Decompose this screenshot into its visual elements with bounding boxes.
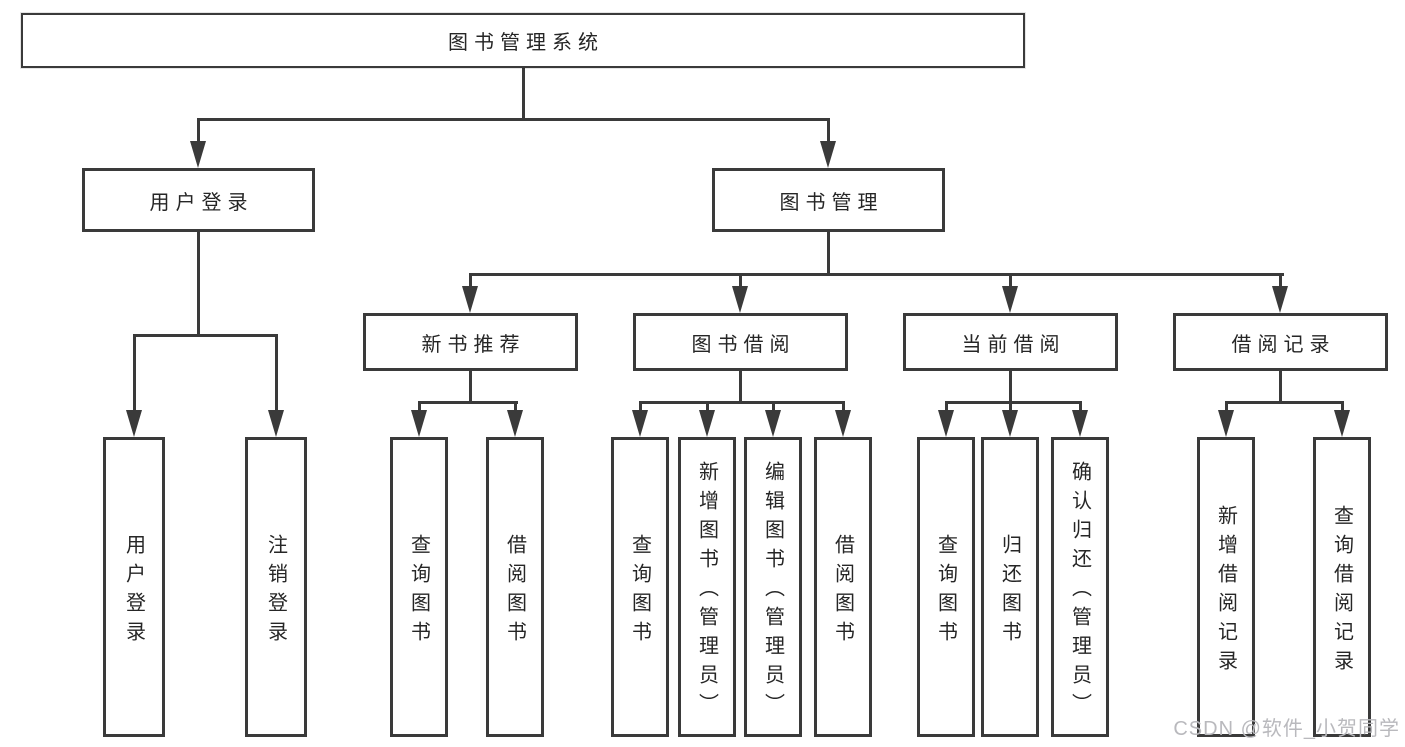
arrowhead-down-icon	[411, 410, 427, 437]
node-label: 编辑图书（管理员）	[761, 461, 784, 722]
arrowhead-down-icon	[1218, 410, 1234, 437]
connector-leaf-stub	[513, 401, 517, 412]
connector-leaf-stub	[944, 401, 948, 412]
connector-book-mgmt-drop	[826, 232, 830, 276]
node-label: 查询图书	[934, 533, 957, 650]
connector-leaf-stub	[771, 401, 775, 412]
connector-level2-rail	[196, 118, 830, 121]
connector-section-stub	[469, 273, 472, 289]
node-leaf-confirm-return-admin: 确认归还（管理员）	[1051, 437, 1109, 737]
node-label: 新增图书（管理员）	[695, 461, 718, 722]
node-label: 注销登录	[264, 533, 287, 650]
node-book-borrowing: 图书借阅	[633, 313, 848, 371]
arrowhead-down-icon	[835, 410, 851, 437]
node-book-management: 图书管理	[712, 168, 945, 232]
arrowhead-down-icon	[507, 410, 523, 437]
arrowhead-down-icon	[1072, 410, 1088, 437]
connector-leaf-stub	[1008, 401, 1012, 412]
node-leaf-query-books-1: 查询图书	[390, 437, 448, 737]
connector-section3-drop	[1009, 371, 1012, 404]
node-label: 当前借阅	[961, 333, 1066, 356]
arrowhead-down-icon	[938, 410, 954, 437]
node-current-borrowing: 当前借阅	[903, 313, 1118, 371]
connector-section-stub	[1279, 273, 1282, 289]
arrowhead-down-icon	[820, 141, 836, 168]
arrowhead-down-icon	[268, 410, 284, 437]
connector-leaf-stub	[1224, 401, 1228, 412]
connector-leaf-stub	[841, 401, 845, 412]
node-library-management-system: 图书管理系统	[21, 13, 1025, 68]
arrowhead-down-icon	[1272, 286, 1288, 313]
node-leaf-borrow-books-1: 借阅图书	[486, 437, 544, 737]
node-user-login-branch: 用户登录	[82, 168, 315, 232]
node-label: 新增借阅记录	[1214, 504, 1237, 679]
arrowhead-down-icon	[632, 410, 648, 437]
node-new-book-recommend: 新书推荐	[363, 313, 578, 371]
connector-user-login-stub	[196, 118, 200, 144]
arrowhead-down-icon	[1334, 410, 1350, 437]
connector-leaf-stub	[705, 401, 709, 412]
arrowhead-down-icon	[765, 410, 781, 437]
watermark: CSDN @软件_小贺同学	[1173, 718, 1400, 740]
node-leaf-query-books-3: 查询图书	[917, 437, 975, 737]
connector-user-login-drop	[196, 232, 200, 337]
connector-section2-drop	[739, 371, 742, 404]
connector-leaf-stub	[638, 401, 642, 412]
arrowhead-down-icon	[190, 141, 206, 168]
node-label: 归还图书	[998, 533, 1021, 650]
node-label: 图书管理系统	[448, 32, 604, 54]
connector-leaf-stub	[132, 334, 136, 412]
node-label: 借阅记录	[1231, 333, 1336, 356]
node-label: 用户登录	[122, 533, 145, 650]
node-label: 查询图书	[628, 533, 651, 650]
node-label: 确认归还（管理员）	[1068, 461, 1091, 722]
arrowhead-down-icon	[126, 410, 142, 437]
node-leaf-query-borrow-record: 查询借阅记录	[1313, 437, 1371, 737]
node-label: 借阅图书	[831, 533, 854, 650]
arrowhead-down-icon	[732, 286, 748, 313]
connector-section-stub	[739, 273, 742, 289]
arrowhead-down-icon	[699, 410, 715, 437]
node-leaf-logout: 注销登录	[245, 437, 307, 737]
node-label: 用户登录	[149, 191, 254, 214]
node-label: 图书借阅	[691, 333, 796, 356]
connector-section1-rail	[417, 401, 518, 404]
arrowhead-down-icon	[1002, 410, 1018, 437]
node-label: 新书推荐	[421, 333, 526, 356]
node-leaf-borrow-books-2: 借阅图书	[814, 437, 872, 737]
connector-leaf-stub	[274, 334, 278, 412]
connector-leaf-stub	[1078, 401, 1082, 412]
node-label: 图书管理	[779, 191, 884, 214]
node-leaf-edit-book-admin: 编辑图书（管理员）	[744, 437, 802, 737]
connector-book-mgmt-stub	[826, 118, 830, 144]
connector-section2-rail	[638, 401, 845, 404]
node-leaf-query-books-2: 查询图书	[611, 437, 669, 737]
connector-section3-rail	[944, 401, 1082, 404]
connector-root-drop	[521, 68, 525, 121]
connector-leaf-stub	[1340, 401, 1344, 412]
node-leaf-add-book-admin: 新增图书（管理员）	[678, 437, 736, 737]
arrowhead-down-icon	[462, 286, 478, 313]
node-label: 查询借阅记录	[1330, 504, 1353, 679]
node-label: 查询图书	[407, 533, 430, 650]
arrowhead-down-icon	[1002, 286, 1018, 313]
connector-section-stub	[1009, 273, 1012, 289]
connector-user-login-rail	[132, 334, 278, 337]
connector-section1-drop	[469, 371, 472, 404]
connector-sections-rail	[468, 273, 1284, 276]
node-leaf-return-books: 归还图书	[981, 437, 1039, 737]
node-leaf-add-borrow-record: 新增借阅记录	[1197, 437, 1255, 737]
node-label: 借阅图书	[503, 533, 526, 650]
connector-leaf-stub	[417, 401, 421, 412]
node-borrowing-records: 借阅记录	[1173, 313, 1388, 371]
connector-section4-rail	[1224, 401, 1344, 404]
connector-section4-drop	[1279, 371, 1282, 404]
node-leaf-user-login: 用户登录	[103, 437, 165, 737]
